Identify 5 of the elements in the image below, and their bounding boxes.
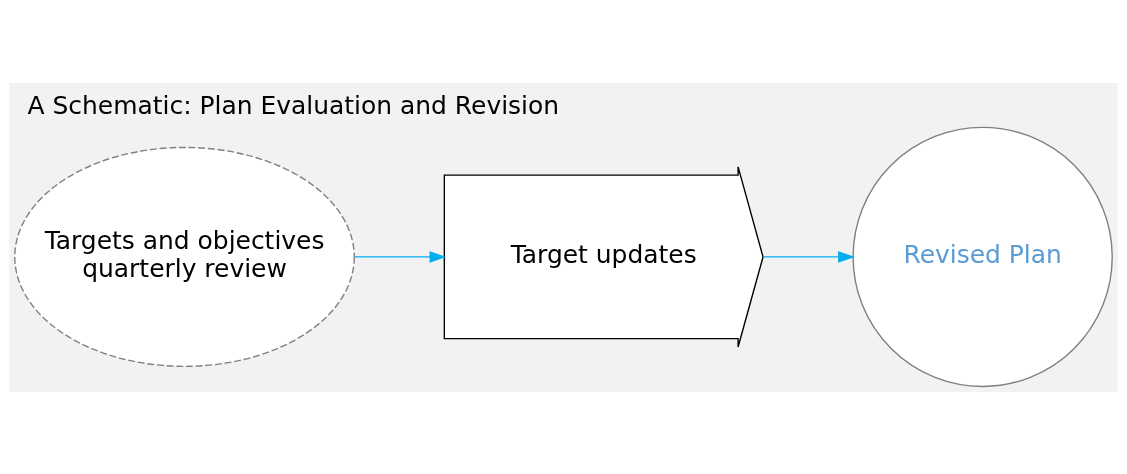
arrow (353, 250, 447, 263)
node-ellipse: Targets and objectives quarterly review (14, 146, 355, 367)
diagram-title: A Schematic: Plan Evaluation and Revision (27, 90, 560, 120)
arrow (762, 250, 855, 263)
node-circle: Revised Plan (852, 126, 1113, 387)
